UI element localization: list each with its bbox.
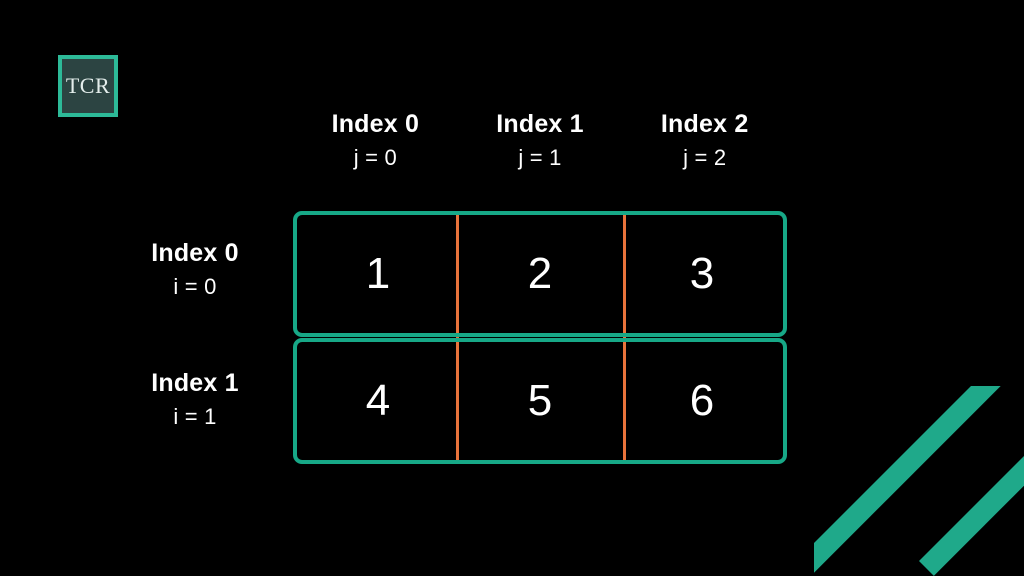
matrix-cell: 6 bbox=[689, 376, 715, 425]
column-header-row: Index 0 j = 0 Index 1 j = 1 Index 2 j = … bbox=[293, 110, 787, 171]
corner-stripe-outer bbox=[814, 386, 1024, 576]
corner-accent-top-right bbox=[814, 0, 1024, 40]
matrix-cell: 2 bbox=[527, 249, 553, 298]
column-header-var-label: j = 2 bbox=[683, 144, 727, 170]
row-header-column: Index 0 i = 0 Index 1 i = 1 bbox=[120, 211, 270, 464]
column-header-2: Index 2 j = 2 bbox=[622, 110, 787, 171]
matrix-row: 1 2 3 bbox=[293, 211, 787, 337]
row-header-0: Index 0 i = 0 bbox=[120, 239, 270, 300]
column-header-index-label: Index 1 bbox=[496, 110, 584, 138]
row-header-index-label: Index 1 bbox=[151, 369, 239, 397]
tcr-logo-text: TCR bbox=[65, 73, 111, 98]
matrix-cell: 3 bbox=[689, 249, 715, 298]
matrix-cell: 4 bbox=[365, 376, 391, 425]
row-header-index-label: Index 0 bbox=[151, 239, 239, 267]
matrix-grid: 1 2 3 4 5 6 bbox=[293, 211, 787, 464]
column-header-1: Index 1 j = 1 bbox=[458, 110, 623, 171]
matrix-cell: 5 bbox=[527, 376, 553, 425]
column-header-index-label: Index 0 bbox=[331, 110, 420, 138]
column-header-var-label: j = 0 bbox=[353, 144, 397, 170]
row-header-var-label: i = 1 bbox=[173, 403, 217, 429]
column-header-0: Index 0 j = 0 bbox=[293, 110, 458, 171]
corner-stripe-sliver bbox=[987, 0, 1024, 40]
tcr-logo: TCR bbox=[58, 55, 118, 117]
matrix-row: 4 5 6 bbox=[293, 338, 787, 464]
row-header-var-label: i = 0 bbox=[173, 273, 217, 299]
corner-stripe-inner bbox=[919, 386, 1024, 576]
column-header-var-label: j = 1 bbox=[518, 144, 562, 170]
corner-accent-bottom-right bbox=[814, 386, 1024, 576]
row-header-1: Index 1 i = 1 bbox=[120, 369, 270, 430]
matrix-cell: 1 bbox=[365, 249, 391, 298]
column-header-index-label: Index 2 bbox=[660, 110, 749, 138]
